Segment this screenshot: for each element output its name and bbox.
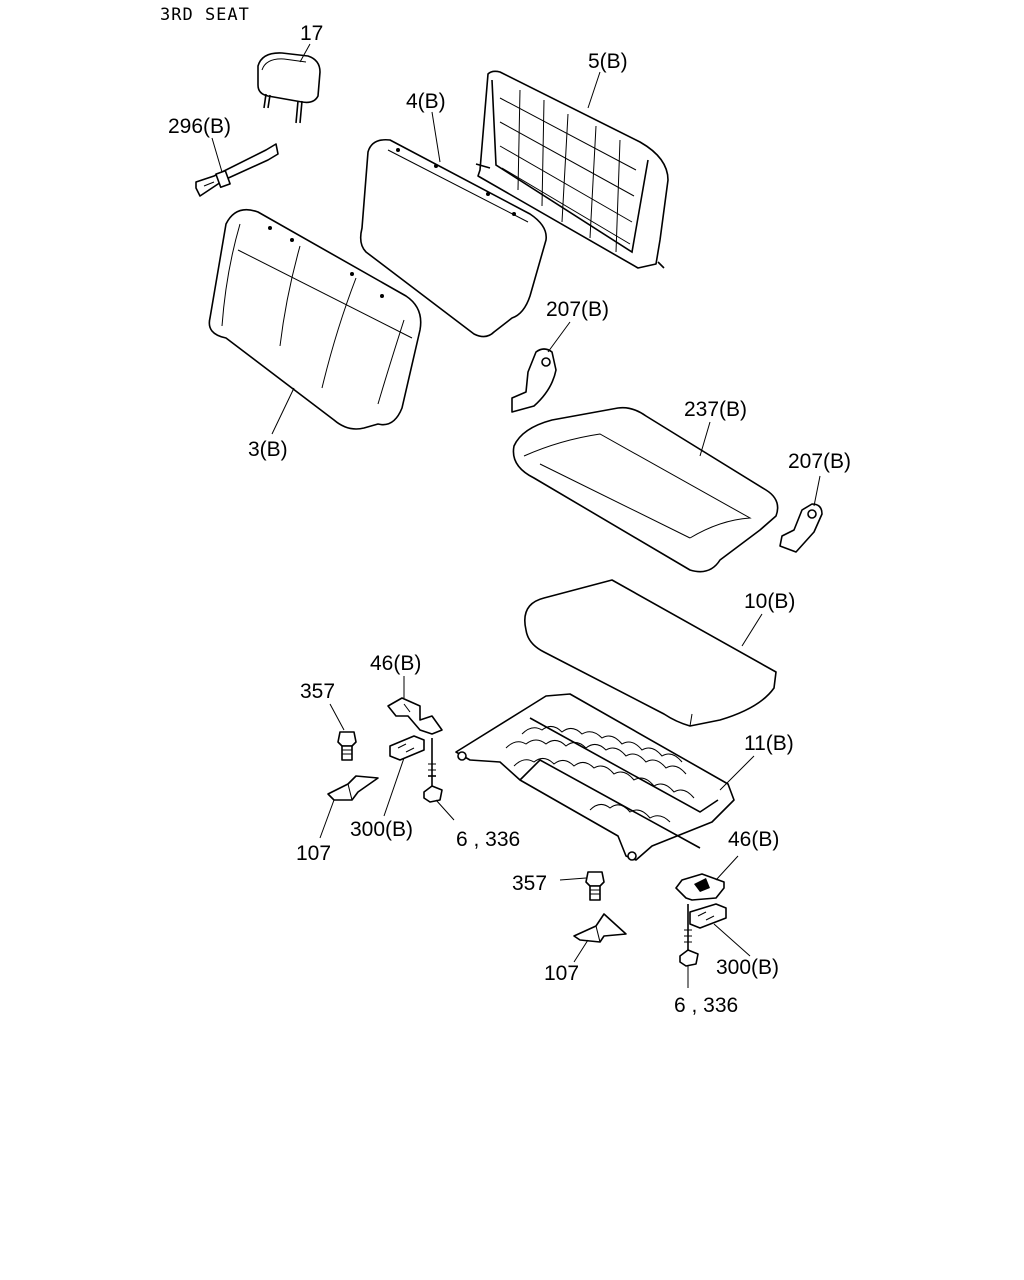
callout-strap: 296(B)	[168, 115, 231, 138]
leader-4	[431, 111, 441, 163]
bumper-right-part	[689, 903, 727, 929]
bolt-left-part	[337, 731, 357, 761]
callout-back-frame: 5(B)	[588, 50, 628, 73]
leader-296	[211, 137, 223, 173]
hinge-right-part	[779, 503, 823, 553]
leader-17	[299, 43, 311, 63]
leader-5	[587, 71, 601, 109]
callout-screw-left: 6 , 336	[456, 828, 520, 851]
callout-striker-right: 107	[544, 962, 579, 985]
callout-bolt-left: 357	[300, 680, 335, 703]
headrest-part	[257, 52, 321, 124]
strap-part	[195, 143, 279, 197]
callout-cushion-cover: 237(B)	[684, 398, 747, 421]
leader-3	[271, 387, 295, 435]
callout-cushion-pad: 10(B)	[744, 590, 795, 613]
callout-hinge-left: 207(B)	[546, 298, 609, 321]
back-pad-part	[359, 138, 547, 338]
leader-107-left	[319, 799, 335, 839]
hinge-left-part	[511, 348, 557, 413]
cushion-frame-part	[455, 693, 735, 861]
cushion-cover-part	[512, 406, 779, 573]
cushion-pad-part	[524, 579, 777, 727]
bolt-right-part	[585, 871, 605, 901]
callout-latch-right: 46(B)	[728, 828, 779, 851]
leader-107-right	[573, 939, 589, 963]
screw-left-part	[423, 738, 443, 803]
striker-right-part	[573, 913, 627, 943]
leader-11	[719, 755, 755, 791]
leader-357-left	[329, 703, 345, 731]
leader-46-right	[715, 855, 739, 881]
callout-latch-left: 46(B)	[370, 652, 421, 675]
back-frame-part	[475, 70, 669, 269]
leader-300-right	[713, 923, 751, 957]
leader-357-right	[559, 877, 587, 881]
leader-207-left	[547, 321, 571, 353]
striker-left-part	[327, 775, 379, 801]
callout-back-pad: 4(B)	[406, 90, 446, 113]
leader-207-right	[813, 475, 821, 507]
leader-300-left	[383, 757, 405, 817]
callout-striker-left: 107	[296, 842, 331, 865]
callout-cushion-frame: 11(B)	[744, 732, 794, 755]
latch-right-part	[675, 873, 725, 901]
leader-6-left	[435, 799, 455, 821]
callout-back-cover: 3(B)	[248, 438, 288, 461]
bumper-left-part	[389, 735, 425, 761]
callout-headrest: 17	[300, 22, 323, 45]
screw-right-part	[679, 904, 699, 967]
diagram-title: 3RD SEAT	[160, 5, 250, 25]
back-cover-part	[208, 208, 422, 430]
latch-left-part	[387, 697, 443, 735]
callout-screw-right: 6 , 336	[674, 994, 738, 1017]
callout-hinge-right: 207(B)	[788, 450, 851, 473]
leader-10	[741, 613, 763, 647]
leader-237	[699, 421, 711, 457]
callout-bumper-left: 300(B)	[350, 818, 413, 841]
callout-bolt-right: 357	[512, 872, 547, 895]
callout-bumper-right: 300(B)	[716, 956, 779, 979]
